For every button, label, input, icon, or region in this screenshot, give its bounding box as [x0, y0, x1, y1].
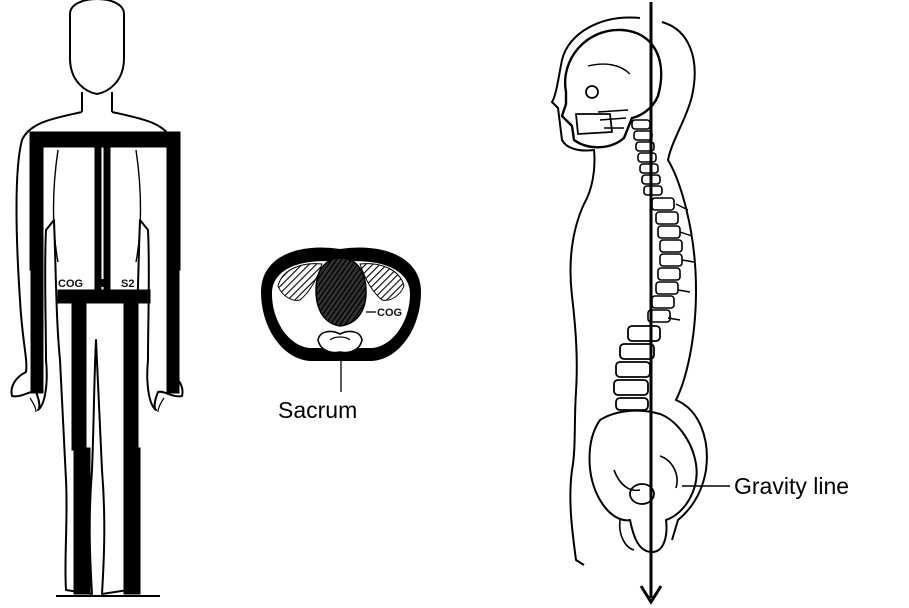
- left-forearm-bar: [31, 268, 43, 393]
- trunk-bar-left: [95, 140, 101, 290]
- side-skeleton-figure: [552, 17, 707, 565]
- left-shin-bar: [74, 448, 90, 594]
- right-forearm-bar: [167, 268, 179, 393]
- right-upper-arm-bar: [167, 140, 180, 270]
- front-head: [70, 0, 124, 94]
- cross-section-cog-region: [316, 258, 366, 326]
- right-thigh-bar: [124, 300, 138, 450]
- lumbar-spine: [614, 326, 660, 410]
- sacrum-label: Sacrum: [278, 397, 357, 423]
- right-shin-bar: [124, 448, 140, 594]
- left-thigh-bar: [72, 300, 86, 450]
- front-cog-label: COG: [58, 278, 83, 290]
- cross-section-figure: [262, 249, 420, 392]
- thoracic-spine: [648, 198, 682, 322]
- front-cog-marker: [99, 279, 107, 287]
- sacrum-bone: [318, 332, 362, 353]
- trunk-bar-right: [104, 140, 110, 290]
- gravity-line-label: Gravity line: [734, 473, 849, 499]
- pelvis: [590, 411, 697, 552]
- front-s2-label: S2: [121, 278, 134, 290]
- left-upper-arm-bar: [30, 140, 43, 270]
- cervical-spine: [632, 120, 662, 195]
- cross-section-cog-label: COG: [377, 307, 402, 319]
